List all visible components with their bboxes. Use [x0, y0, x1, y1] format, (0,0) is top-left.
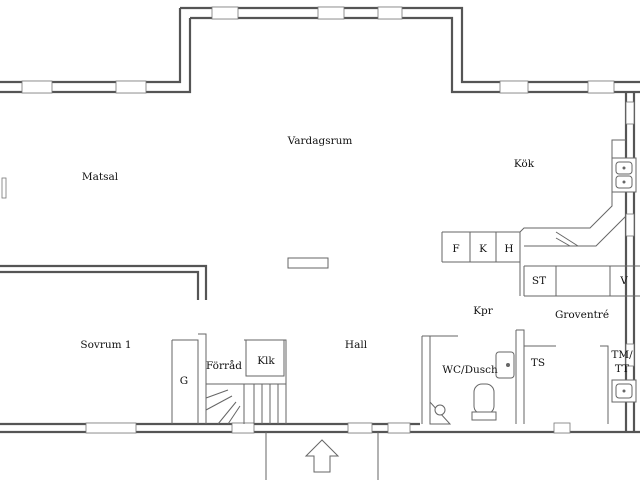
fixtures: [287, 157, 637, 425]
fixture-label-st: ST: [532, 275, 546, 287]
room-label-hall: Hall: [345, 339, 368, 351]
washbasin-icon: [495, 351, 515, 379]
room-label-kpr: Kpr: [473, 305, 494, 317]
room-label-kok: Kök: [514, 158, 535, 170]
room-label-tt: TT: [615, 363, 629, 375]
entrance: [265, 432, 379, 480]
fixture-label-h: H: [504, 243, 513, 255]
room-label-klk: Klk: [257, 355, 275, 367]
room-label-groventre: Groventré: [555, 309, 609, 321]
room-label-tm: TM/: [611, 349, 633, 361]
room-label-sovrum: Sovrum 1: [80, 339, 131, 351]
room-label-vardagsrum: Vardagsrum: [287, 135, 353, 147]
stairs: [205, 383, 286, 425]
room-label-g: G: [180, 375, 188, 387]
fixture-label-f: F: [452, 243, 459, 255]
room-label-matsal: Matsal: [82, 171, 119, 183]
room-label-forrad: Förråd: [206, 359, 242, 372]
windows: [1, 6, 635, 434]
room-label-wc: WC/Dusch: [442, 364, 498, 376]
fixture-label-k: K: [479, 243, 487, 255]
room-labels: Vardagsrum Matsal Kök Sovrum 1 Hall Kpr …: [80, 135, 633, 387]
arrow-up-icon: [304, 439, 340, 473]
fireplace: [287, 257, 329, 269]
room-label-ts: TS: [531, 357, 545, 369]
interior-walls: [0, 139, 640, 424]
toilet-icon: [473, 383, 495, 415]
fixture-label-v: V: [619, 275, 628, 287]
